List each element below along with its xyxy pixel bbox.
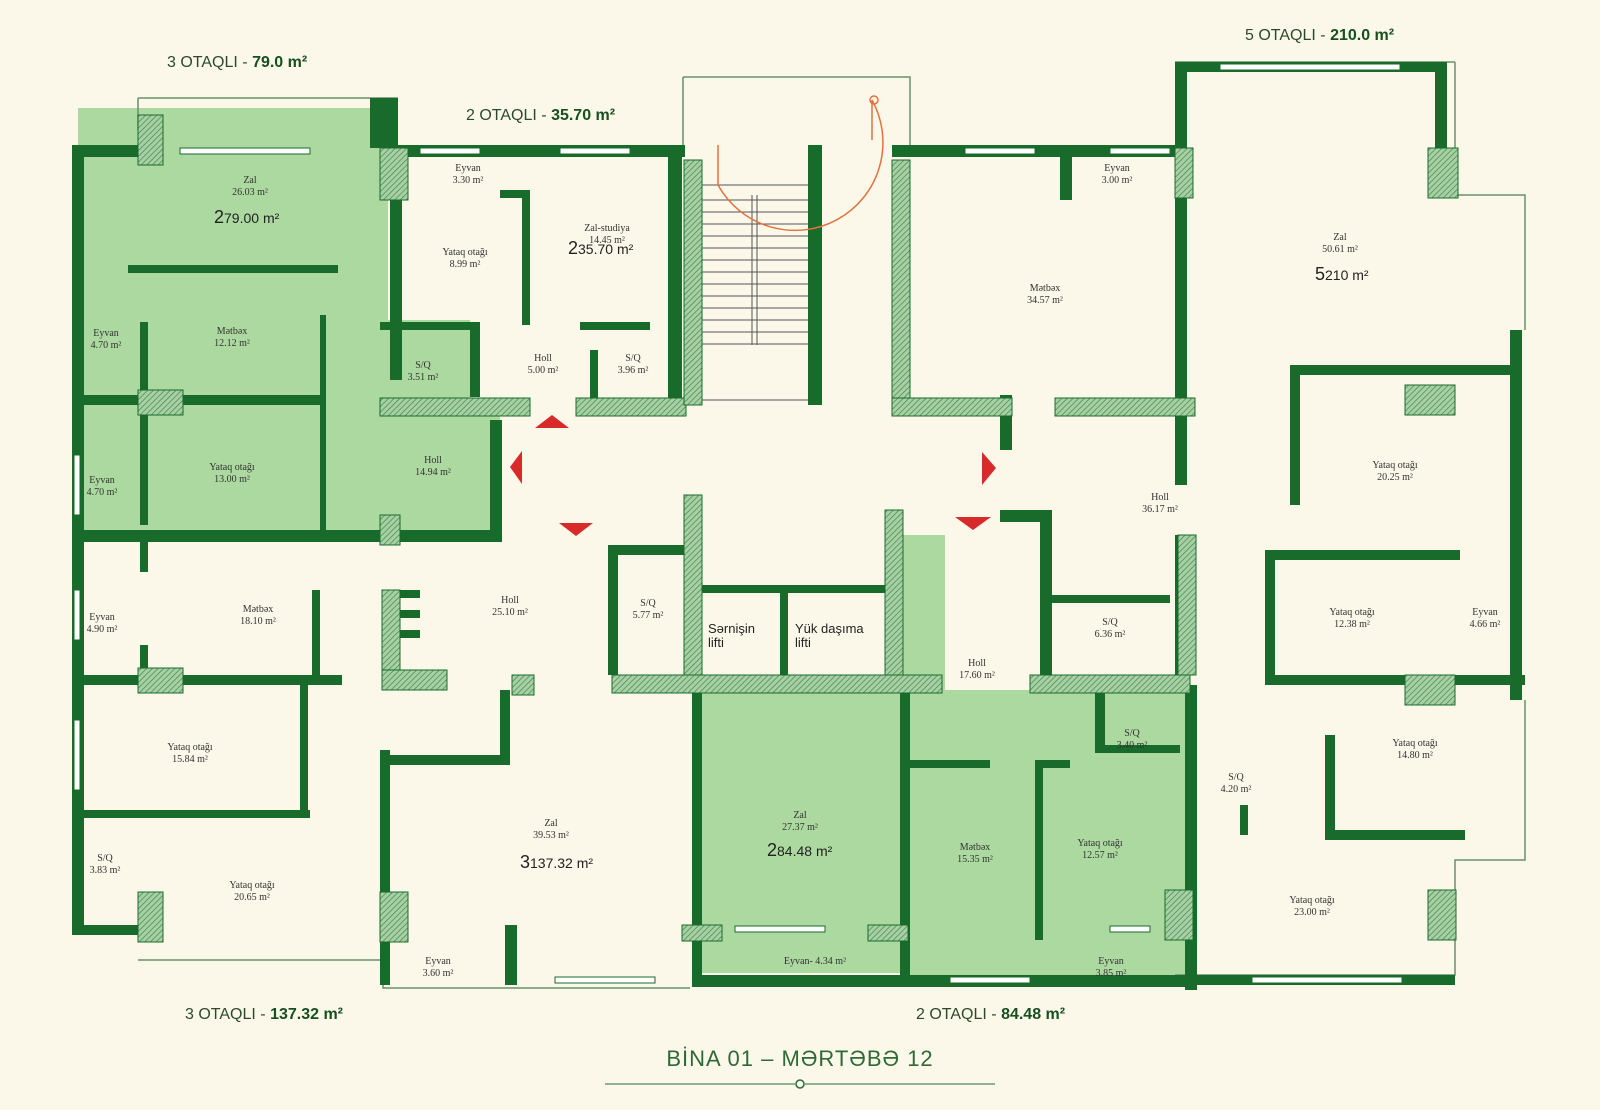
staircase	[699, 184, 816, 401]
windows	[73, 63, 1403, 984]
unit-label: 284.48 m²	[767, 840, 833, 860]
entry-door	[717, 95, 884, 232]
unit-header-3-otaqli-137: 3 OTAQLI - 137.32 m²	[185, 1006, 343, 1023]
unit-header-5-otaqli-210: 5 OTAQLI - 210.0 m²	[1245, 27, 1395, 44]
building-floor-title: BİNA 01 – MƏRTƏBƏ 12	[666, 1046, 934, 1071]
unit-label: 279.00 m²	[214, 207, 280, 227]
room-label: Eyvan- 4.34 m²	[783, 956, 847, 967]
unit-header-2-otaqli-84: 2 OTAQLI - 84.48 m²	[916, 1006, 1066, 1023]
footer-divider	[605, 1079, 995, 1089]
unit-header-3-otaqli-79: 3 OTAQLI - 79.0 m²	[167, 54, 308, 71]
unit-label: 235.70 m²	[568, 238, 634, 258]
entry-arrows	[510, 415, 996, 536]
freight-lift-label: Yük daşıma lifti	[795, 621, 864, 650]
unit-label: 5210 m²	[1315, 264, 1369, 284]
unit-label: 3137.32 m²	[520, 852, 594, 872]
passenger-lift-label: Sərnişin lifti	[708, 621, 755, 650]
hatched-columns	[137, 114, 1459, 943]
unit-header-2-otaqli-35: 2 OTAQLI - 35.70 m²	[466, 107, 616, 124]
